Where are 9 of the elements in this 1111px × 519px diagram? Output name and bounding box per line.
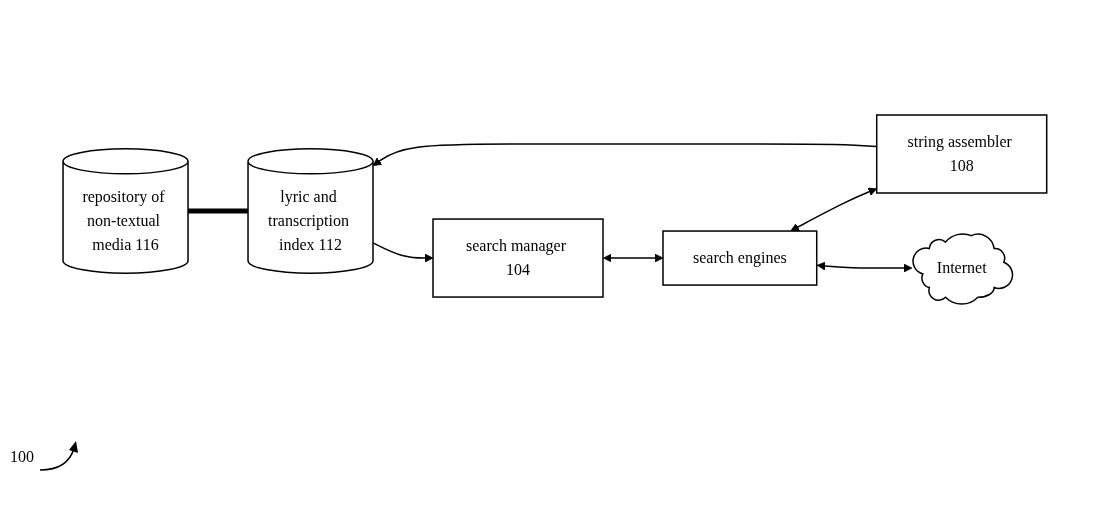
arrow	[372, 242, 434, 263]
node-box: search engines	[662, 230, 818, 287]
arrow	[816, 262, 913, 273]
arrow	[790, 188, 878, 232]
figure-reference-number: 100	[10, 448, 34, 466]
node-box: search manager 104	[432, 218, 604, 299]
arrow	[603, 254, 664, 263]
node-box: string assembler 108	[876, 114, 1048, 195]
connector	[188, 209, 249, 214]
